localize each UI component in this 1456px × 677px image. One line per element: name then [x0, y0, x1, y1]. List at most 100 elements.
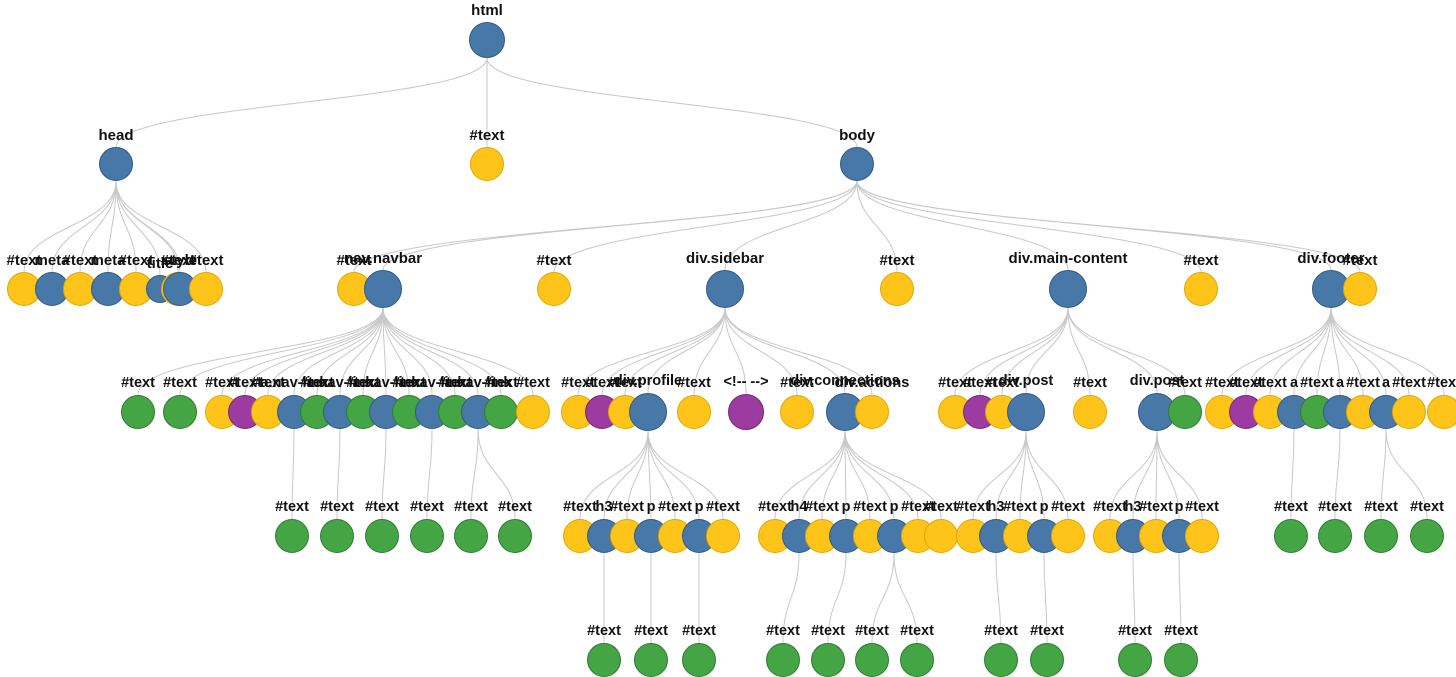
tree-node-b_t1[interactable] [537, 272, 571, 306]
tree-node-label: #text [561, 375, 595, 391]
tree-node-label: a.nav-link [306, 375, 374, 391]
tree-edge [1001, 307, 1069, 396]
tree-node-label: h4 [790, 499, 808, 515]
tree-node-z0[interactable] [1274, 519, 1308, 553]
tree-node-f9[interactable] [1427, 395, 1456, 429]
tree-node-t_html_1[interactable] [470, 147, 504, 181]
tree-node-label: #text [410, 499, 444, 515]
tree-edge [553, 180, 858, 273]
tree-node-label: #text [160, 252, 196, 269]
tree-edge [774, 430, 846, 520]
tree-node-s5[interactable] [728, 394, 764, 430]
tree-node-label: #text [1073, 375, 1107, 391]
tree-edge [336, 428, 341, 520]
tree-node-label: #text [1185, 499, 1219, 515]
tree-node-y9[interactable] [1118, 643, 1152, 677]
tree-node-sidebar[interactable] [706, 270, 744, 308]
tree-node-nav[interactable] [364, 270, 402, 308]
tree-node-label: #text [587, 623, 621, 639]
tree-node-label: #text [1139, 499, 1173, 515]
tree-node-y6[interactable] [900, 643, 934, 677]
tree-node-h3[interactable] [91, 272, 125, 306]
tree-node-na1[interactable] [320, 519, 354, 553]
tree-node-r4[interactable] [1185, 519, 1219, 553]
tree-edge [603, 430, 649, 520]
tree-node-label: #text [963, 375, 997, 391]
tree-node-y10[interactable] [1164, 643, 1198, 677]
tree-edge [893, 552, 918, 644]
tree-edge [1156, 430, 1203, 520]
tree-node-y5[interactable] [855, 643, 889, 677]
tree-node-na4[interactable] [454, 519, 488, 553]
tree-edge [382, 307, 433, 396]
tree-edge [477, 428, 516, 520]
tree-node-n14[interactable] [484, 395, 518, 429]
tree-node-n0[interactable] [121, 395, 155, 429]
tree-edge [107, 180, 117, 273]
tree-edge [1221, 307, 1332, 396]
tree-node-s8[interactable] [855, 395, 889, 429]
tree-edge [647, 430, 676, 520]
tree-node-label: h3 [987, 499, 1005, 515]
tree-node-y4[interactable] [811, 643, 845, 677]
tree-node-n15[interactable] [516, 395, 550, 429]
tree-node-label: body [839, 127, 875, 144]
tree-node-na5[interactable] [498, 519, 532, 553]
tree-node-na3[interactable] [410, 519, 444, 553]
tree-edge [995, 430, 1027, 520]
tree-node-label: #text [610, 499, 644, 515]
tree-edge [1245, 307, 1332, 396]
tree-node-q4[interactable] [1051, 519, 1085, 553]
tree-node-s6[interactable] [780, 395, 814, 429]
tree-node-c7[interactable] [924, 519, 958, 553]
tree-edge [339, 307, 384, 396]
tree-node-label: #text [188, 252, 224, 269]
tree-node-s3[interactable] [629, 393, 667, 431]
tree-edge [844, 430, 871, 520]
tree-node-h8[interactable] [189, 272, 223, 306]
tree-node-html[interactable] [469, 22, 505, 58]
tree-node-body[interactable] [840, 147, 874, 181]
tree-edge [115, 57, 488, 148]
tree-node-z1[interactable] [1318, 519, 1352, 553]
tree-edge [647, 430, 700, 520]
tree-node-y3[interactable] [766, 643, 800, 677]
tree-edge [291, 428, 295, 520]
tree-node-label: p [646, 499, 656, 515]
tree-node-label: nav.navbar [343, 250, 423, 267]
tree-node-y1[interactable] [634, 643, 668, 677]
tree-node-y2[interactable] [682, 643, 716, 677]
tree-edge [1330, 307, 1341, 396]
tree-edge [995, 552, 1002, 644]
tree-node-m3[interactable] [1007, 393, 1045, 431]
tree-node-p6[interactable] [706, 519, 740, 553]
tree-node-label: #text [1164, 623, 1198, 639]
tree-node-label: a.nav-link [444, 375, 512, 391]
tree-node-y7[interactable] [984, 643, 1018, 677]
tree-node-b_t3[interactable] [1184, 272, 1218, 306]
tree-node-label: div.footer [1297, 250, 1365, 267]
tree-node-y0[interactable] [587, 643, 621, 677]
tree-node-b_t4[interactable] [1343, 272, 1377, 306]
tree-node-s4[interactable] [677, 395, 711, 429]
tree-node-label: a [1289, 375, 1299, 391]
tree-node-b_t2[interactable] [880, 272, 914, 306]
tree-node-na2[interactable] [365, 519, 399, 553]
tree-node-z3[interactable] [1410, 519, 1444, 553]
tree-node-m4[interactable] [1073, 395, 1107, 429]
tree-edge [426, 428, 433, 520]
tree-node-y8[interactable] [1030, 643, 1064, 677]
tree-edge [137, 307, 384, 396]
tree-node-n1[interactable] [163, 395, 197, 429]
tree-node-head[interactable] [99, 147, 133, 181]
tree-node-f8[interactable] [1392, 395, 1426, 429]
tree-node-z2[interactable] [1364, 519, 1398, 553]
tree-node-na0[interactable] [275, 519, 309, 553]
tree-node-label: #text [1253, 375, 1287, 391]
tree-node-label: #text [677, 375, 711, 391]
tree-node-main[interactable] [1049, 270, 1087, 308]
tree-node-label: #text [6, 252, 42, 269]
tree-edge [579, 430, 649, 520]
tree-node-m6[interactable] [1168, 395, 1202, 429]
